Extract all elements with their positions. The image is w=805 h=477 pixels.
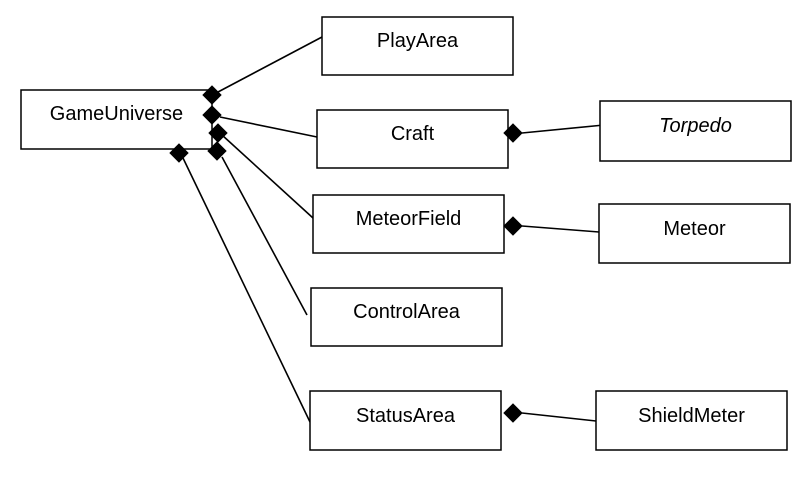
- class-box-craft: [316, 109, 509, 169]
- class-name-torpedo: Torpedo: [659, 115, 732, 137]
- composition-diamond-playarea: [202, 85, 222, 105]
- class-box-playarea: [321, 16, 514, 76]
- class-box-shieldmeter: [595, 390, 788, 451]
- class-name-meteor: Meteor: [663, 218, 726, 240]
- class-box-torpedo: [599, 100, 792, 162]
- class-box-meteor: [598, 203, 791, 264]
- composition-diamond-statusarea: [169, 143, 189, 163]
- class-name-craft: Craft: [391, 123, 435, 145]
- composition-diamond-shieldmeter: [503, 403, 523, 423]
- connector-craft-torpedo: [521, 124, 605, 134]
- connector-gameuniverse-controlarea: [221, 156, 308, 316]
- class-box-meteorfield: [312, 194, 505, 254]
- class-name-playarea: PlayArea: [377, 30, 459, 52]
- connector-statusarea-shieldmeter: [521, 412, 597, 422]
- composition-diamond-meteor: [503, 216, 523, 236]
- connector-gameuniverse-craft: [219, 116, 318, 138]
- composition-diamond-controlarea: [207, 141, 227, 161]
- class-name-controlarea: ControlArea: [353, 301, 461, 323]
- composition-diamond-craft: [202, 105, 222, 125]
- composition-diamond-meteorfield: [208, 123, 228, 143]
- connector-gameuniverse-playarea: [217, 36, 323, 93]
- connector-gameuniverse-statusarea: [182, 157, 311, 423]
- class-name-gameuniverse: GameUniverse: [50, 103, 183, 125]
- composition-diamond-torpedo: [503, 123, 523, 143]
- class-name-meteorfield: MeteorField: [356, 208, 462, 230]
- connector-meteorfield-meteor: [521, 225, 600, 233]
- class-box-statusarea: [309, 390, 502, 451]
- class-box-controlarea: [310, 287, 503, 347]
- class-name-statusarea: StatusArea: [356, 405, 456, 427]
- connector-gameuniverse-meteorfield: [221, 134, 314, 219]
- class-name-shieldmeter: ShieldMeter: [638, 405, 745, 427]
